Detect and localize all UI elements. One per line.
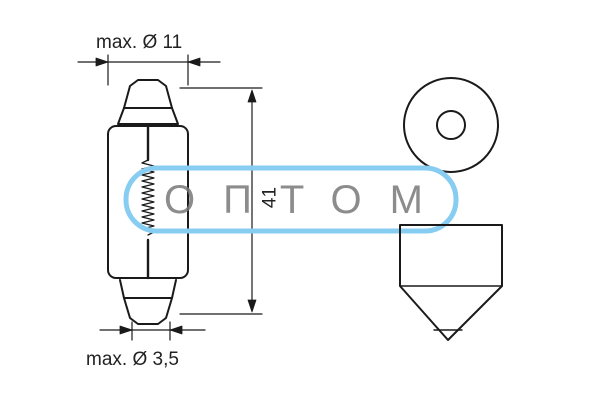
- length-dimension-marks: [179, 87, 263, 315]
- watermark-text: ОПТОМ: [164, 178, 451, 222]
- bottom-dimension-marks: [99, 321, 206, 341]
- bulb-socket-profile: [399, 224, 503, 341]
- watermark-ring: [123, 165, 459, 234]
- top-dimension-marks: [77, 54, 221, 86]
- max-diameter-bottom-label: max. Ø 3,5: [86, 349, 179, 370]
- bulb-end-view: [403, 77, 499, 173]
- bulb-side-view: [107, 79, 189, 325]
- max-diameter-top-label: max. Ø 11: [96, 32, 183, 53]
